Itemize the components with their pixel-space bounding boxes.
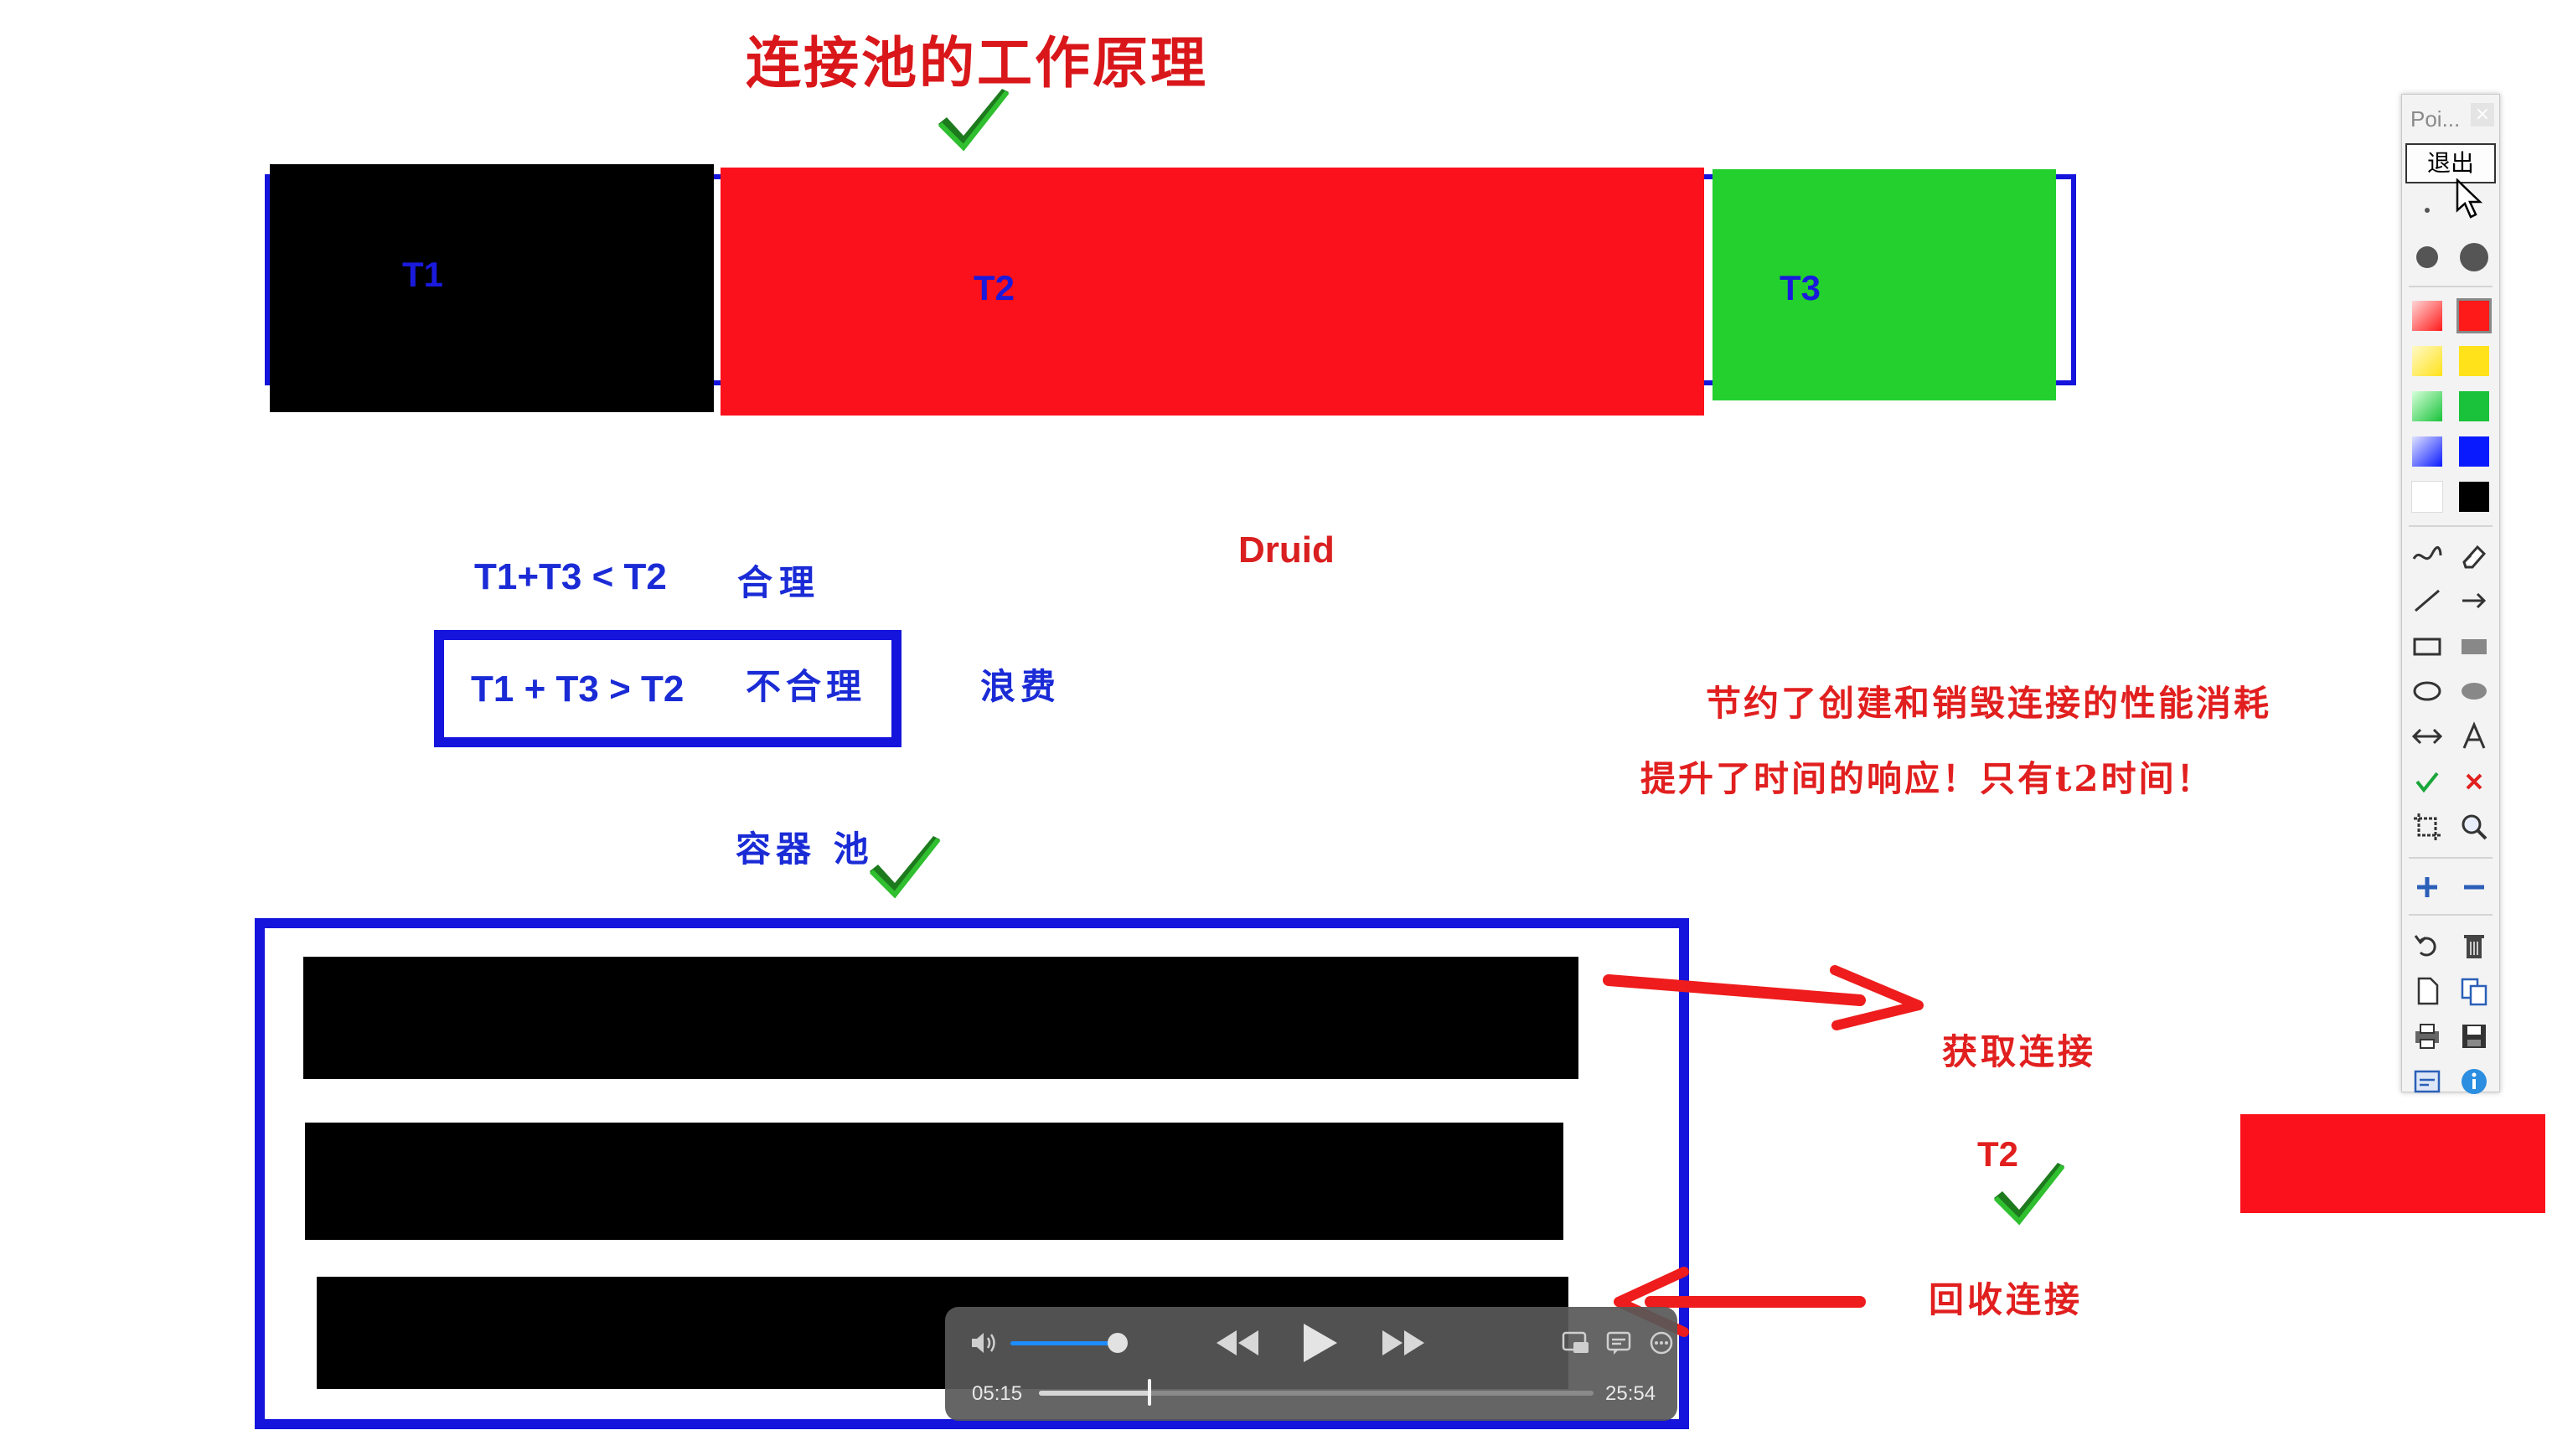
highlighter-blue-swatch[interactable] (2409, 433, 2446, 470)
elapsed-time: 05:15 (972, 1382, 1023, 1405)
formula-bad: T1 + T3 > T2 (471, 669, 684, 710)
checkmark-icon (1993, 1163, 2065, 1226)
container-pool-label: 容器 池 (736, 829, 874, 870)
ellipse-icon[interactable] (2409, 673, 2446, 710)
rewind-icon[interactable] (1215, 1329, 1260, 1357)
waste-label: 浪费 (980, 666, 1062, 707)
arrow-icon[interactable] (2456, 582, 2493, 619)
minus-icon[interactable] (2456, 869, 2493, 906)
double-arrow-icon[interactable] (2409, 718, 2446, 755)
benefit-line-2: 提升了时间的响应！只有t2时间！ (1640, 758, 2214, 799)
print-icon[interactable] (2409, 1018, 2446, 1055)
zoom-icon[interactable] (2456, 808, 2493, 845)
pen-size-medium-icon[interactable] (2409, 239, 2446, 276)
segment-t2 (721, 168, 1704, 416)
highlighter-yellow-swatch[interactable] (2409, 343, 2446, 379)
highlighter-green-swatch[interactable] (2409, 388, 2446, 425)
subtitles-icon[interactable] (1605, 1330, 1634, 1355)
pen-size-small-icon[interactable] (2409, 192, 2446, 229)
toolbar-separator (2409, 914, 2493, 916)
mouse-cursor-icon (2456, 178, 2483, 219)
rectangle-icon[interactable] (2409, 627, 2446, 664)
formula-ok-note: 合理 (737, 562, 822, 603)
segment-t3 (1713, 169, 2056, 400)
checkmark-icon (869, 836, 941, 899)
fast-forward-icon[interactable] (1381, 1329, 1426, 1357)
save-icon[interactable] (2456, 1018, 2493, 1055)
t2-red-block (2240, 1114, 2545, 1213)
new-page-icon[interactable] (2409, 973, 2446, 1009)
annotation-toolbar: Poi... × 退出 (2401, 94, 2500, 1094)
play-icon[interactable] (1299, 1322, 1339, 1364)
text-tool-icon[interactable] (2456, 718, 2493, 755)
check-stamp-icon[interactable] (2409, 763, 2446, 800)
info-icon[interactable] (2456, 1063, 2493, 1100)
freehand-icon[interactable] (2409, 537, 2446, 574)
benefit-line-1: 节约了创建和销毁连接的性能消耗 (1706, 683, 2272, 724)
line-icon[interactable] (2409, 582, 2446, 619)
slide-title: 连接池的工作原理 (746, 30, 1208, 96)
volume-slider[interactable] (1010, 1341, 1118, 1345)
color-white-swatch[interactable] (2409, 478, 2446, 515)
settings-window-icon[interactable] (2409, 1063, 2446, 1100)
color-yellow-swatch[interactable] (2456, 343, 2493, 379)
more-options-icon[interactable] (1649, 1330, 1674, 1355)
toolbar-separator (2409, 525, 2493, 527)
get-connection-arrow (1603, 965, 1924, 1030)
crop-icon[interactable] (2409, 808, 2446, 845)
toolbar-title: Poi... (2410, 106, 2461, 132)
segment-t2-label: T2 (974, 268, 1015, 307)
get-connection-label: 获取连接 (1942, 1031, 2097, 1072)
color-blue-swatch[interactable] (2456, 433, 2493, 470)
segment-t1 (270, 164, 714, 412)
formula-bad-box (434, 630, 901, 747)
eraser-icon[interactable] (2456, 537, 2493, 574)
pool-connection-1 (303, 957, 1578, 1079)
druid-label: Druid (1238, 529, 1335, 571)
total-time: 25:54 (1605, 1382, 1656, 1405)
color-green-swatch[interactable] (2456, 388, 2493, 425)
close-button[interactable]: × (2471, 103, 2494, 126)
highlighter-red-swatch[interactable] (2409, 297, 2446, 334)
volume-icon[interactable] (969, 1329, 1000, 1357)
copy-icon[interactable] (2456, 973, 2493, 1009)
checkmark-icon (938, 89, 1010, 152)
segment-t1-label: T1 (402, 255, 444, 294)
exit-button[interactable]: 退出 (2405, 143, 2496, 183)
plus-icon[interactable] (2409, 869, 2446, 906)
progress-scrubber[interactable] (1148, 1379, 1152, 1406)
color-red-swatch[interactable] (2456, 297, 2493, 334)
picture-in-picture-icon[interactable] (1562, 1330, 1590, 1355)
toolbar-separator (2409, 286, 2493, 287)
filled-rectangle-icon[interactable] (2456, 627, 2493, 664)
return-connection-label: 回收连接 (1929, 1279, 2084, 1320)
video-player-controls: 05:15 25:54 (945, 1307, 1677, 1421)
progress-track[interactable] (1039, 1391, 1594, 1396)
trash-icon[interactable] (2456, 927, 2493, 964)
t2-label: T2 (1977, 1134, 2019, 1174)
progress-fill (1039, 1391, 1150, 1396)
pool-connection-2 (305, 1123, 1563, 1240)
pen-size-large-icon[interactable] (2456, 239, 2493, 276)
volume-slider-knob[interactable] (1108, 1333, 1128, 1353)
undo-icon[interactable] (2409, 927, 2446, 964)
cross-stamp-icon[interactable] (2456, 763, 2493, 800)
toolbar-separator (2409, 857, 2493, 859)
segment-t3-label: T3 (1780, 268, 1821, 307)
formula-ok: T1+T3 < T2 (474, 556, 667, 597)
formula-bad-note: 不合理 (746, 666, 867, 707)
filled-ellipse-icon[interactable] (2456, 673, 2493, 710)
color-black-swatch[interactable] (2456, 478, 2493, 515)
